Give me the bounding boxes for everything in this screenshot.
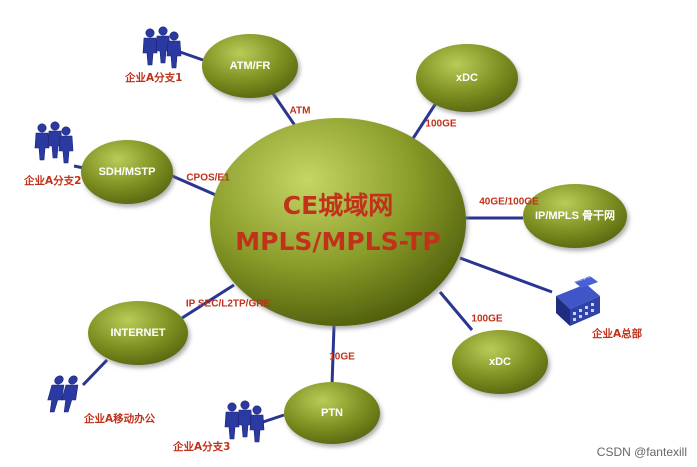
- node-atm-fr: ATM/FR: [202, 34, 298, 98]
- people-group-icon: [34, 121, 74, 164]
- watermark: CSDN @fantexill: [596, 445, 687, 459]
- headquarters-label: 企业A总部: [591, 327, 643, 340]
- people-group-icon: [224, 400, 265, 443]
- branch-2-label: 企业A分支2: [23, 174, 81, 187]
- node-sdh-mstp: SDH/MSTP: [81, 140, 173, 204]
- node-internet: INTERNET: [88, 301, 188, 365]
- branch-1-group: 企业A分支1: [124, 26, 182, 84]
- node-xdc-bottom-label: xDC: [489, 356, 511, 368]
- link-ptn-line: [330, 325, 336, 387]
- branch-3-label: 企业A分支3: [172, 440, 230, 453]
- link-mobile-line: [81, 358, 109, 387]
- links: [73, 50, 553, 424]
- mobile-office-group: 企业A移动办公: [44, 375, 156, 425]
- mobile-office-label: 企业A移动办公: [83, 412, 156, 425]
- link-sdh-line: [169, 173, 219, 198]
- link-xdc-bottom-label: 100GE: [471, 314, 502, 325]
- people-group-icon: [142, 26, 182, 69]
- headquarters-group: Enterprise 企业A总部: [556, 272, 643, 340]
- branch-3-group: 企业A分支3: [172, 400, 265, 453]
- building-icon: Enterprise: [556, 272, 600, 326]
- link-hq-line: [459, 256, 553, 294]
- link-ptn-label: 10GE: [329, 352, 355, 363]
- link-xdc-top-label: 100GE: [425, 119, 456, 130]
- link-internet-label: IP SEC/L2TP/GRE: [186, 299, 271, 310]
- node-ptn-label: PTN: [321, 407, 343, 419]
- link-internet-line: [181, 283, 235, 320]
- node-sdh-mstp-label: SDH/MSTP: [99, 166, 156, 178]
- node-ip-mpls-label: IP/MPLS 骨干网: [535, 209, 615, 222]
- branch-1-label: 企业A分支1: [124, 71, 182, 84]
- node-xdc-top: xDC: [416, 44, 518, 112]
- node-xdc-bottom: xDC: [452, 330, 548, 394]
- branch-2-group: 企业A分支2: [23, 121, 81, 187]
- link-branch3-line: [262, 413, 285, 424]
- node-internet-label: INTERNET: [111, 327, 166, 339]
- center-title-line1: CE城域网: [283, 191, 393, 220]
- link-atm-line: [270, 91, 300, 131]
- node-xdc-top-label: xDC: [456, 72, 478, 84]
- link-atm-label: ATM: [290, 106, 311, 117]
- link-xdc-bottom-line: [438, 291, 474, 331]
- walking-people-icon: [44, 375, 82, 413]
- node-ip-mpls-backbone: IP/MPLS 骨干网: [523, 184, 627, 248]
- node-ptn: PTN: [284, 382, 380, 444]
- building-sign: Enterprise: [573, 272, 594, 284]
- link-ipmpls-label: 40GE/100GE: [479, 197, 539, 208]
- link-xdc-top-line: [410, 99, 440, 141]
- node-atm-fr-label: ATM/FR: [230, 60, 271, 72]
- metro-network-core: CE城域网 MPLS/MPLS-TP: [210, 118, 466, 326]
- link-sdh-label: CPOS/E1: [186, 173, 230, 184]
- link-branch1-line: [179, 50, 204, 62]
- center-title-line2: MPLS/MPLS-TP: [235, 227, 440, 256]
